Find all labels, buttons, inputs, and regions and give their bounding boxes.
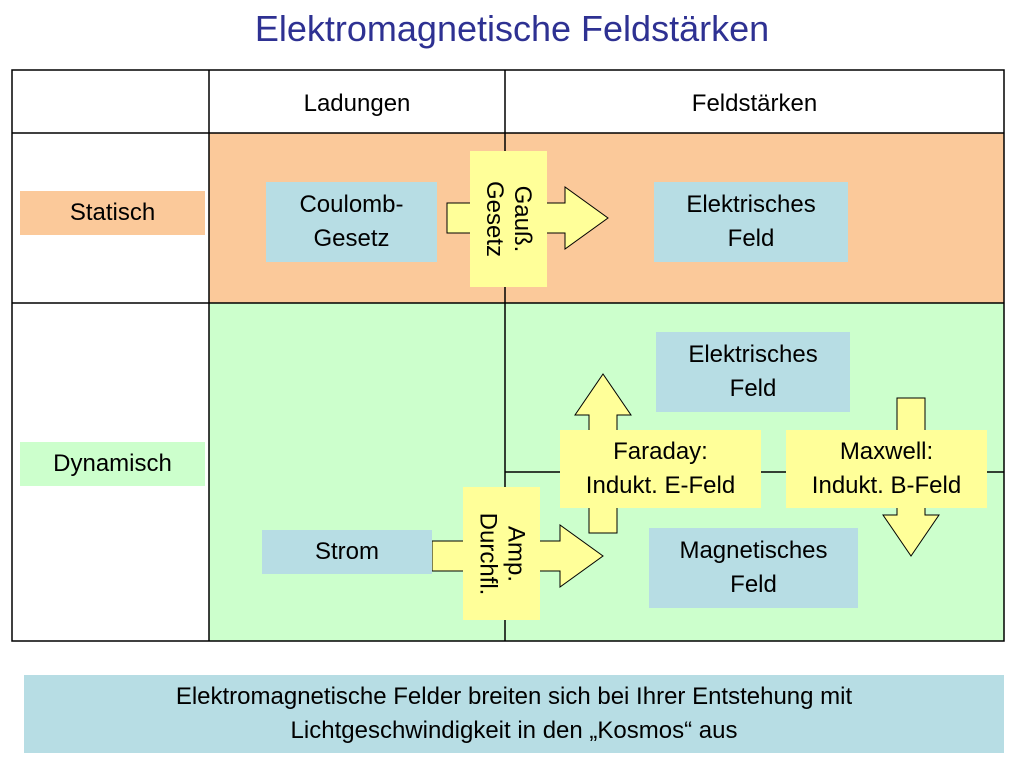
- magnetic-field-box: Magnetisches Feld: [649, 528, 858, 608]
- electric-field-static-box: Elektrisches Feld: [654, 182, 848, 262]
- maxwell-line-2: Indukt. B-Feld: [811, 472, 962, 499]
- magnetic-field-line-2: Feld: [730, 571, 777, 598]
- ampere-law-box: Amp. Durchfl.: [463, 487, 540, 620]
- row-label-statisch: Statisch: [20, 191, 205, 235]
- row-label-dynamisch: Dynamisch: [20, 442, 205, 486]
- coulomb-law-box: Coulomb- Gesetz: [266, 182, 437, 262]
- column-header-feldstaerken: Feldstärken: [691, 90, 818, 117]
- column-header-ladungen: Ladungen: [303, 90, 411, 117]
- coulomb-line-2: Gesetz: [313, 225, 390, 252]
- electric-field-static-line-2: Feld: [727, 225, 775, 252]
- faraday-box: Faraday: Indukt. E-Feld: [560, 430, 761, 508]
- faraday-line-1: Faraday:: [613, 438, 708, 465]
- gauss-law-label: Gauß. Gesetz: [481, 180, 537, 258]
- footer-line-1: Elektromagnetische Felder breiten sich b…: [175, 683, 853, 710]
- electric-field-dynamic-line-1: Elektrisches: [688, 341, 818, 368]
- footer-line-2: Lichtgeschwindigkeit in den „Kosmos“ aus: [290, 717, 738, 744]
- maxwell-line-1: Maxwell:: [839, 438, 934, 465]
- electric-field-static-line-1: Elektrisches: [686, 191, 816, 218]
- electric-field-dynamic-line-2: Feld: [729, 375, 777, 402]
- faraday-line-2: Indukt. E-Feld: [585, 472, 736, 499]
- coulomb-line-1: Coulomb-: [299, 191, 404, 218]
- gauss-law-box: Gauß. Gesetz: [470, 151, 547, 287]
- magnetic-field-line-1: Magnetisches: [679, 537, 828, 564]
- electric-field-dynamic-box: Elektrisches Feld: [656, 332, 850, 412]
- ampere-law-label: Amp. Durchfl.: [474, 512, 530, 595]
- maxwell-box: Maxwell: Indukt. B-Feld: [786, 430, 987, 508]
- page-title: Elektromagnetische Feldstärken: [254, 8, 770, 49]
- strom-box: Strom: [262, 530, 432, 574]
- footer-note: Elektromagnetische Felder breiten sich b…: [24, 675, 1004, 753]
